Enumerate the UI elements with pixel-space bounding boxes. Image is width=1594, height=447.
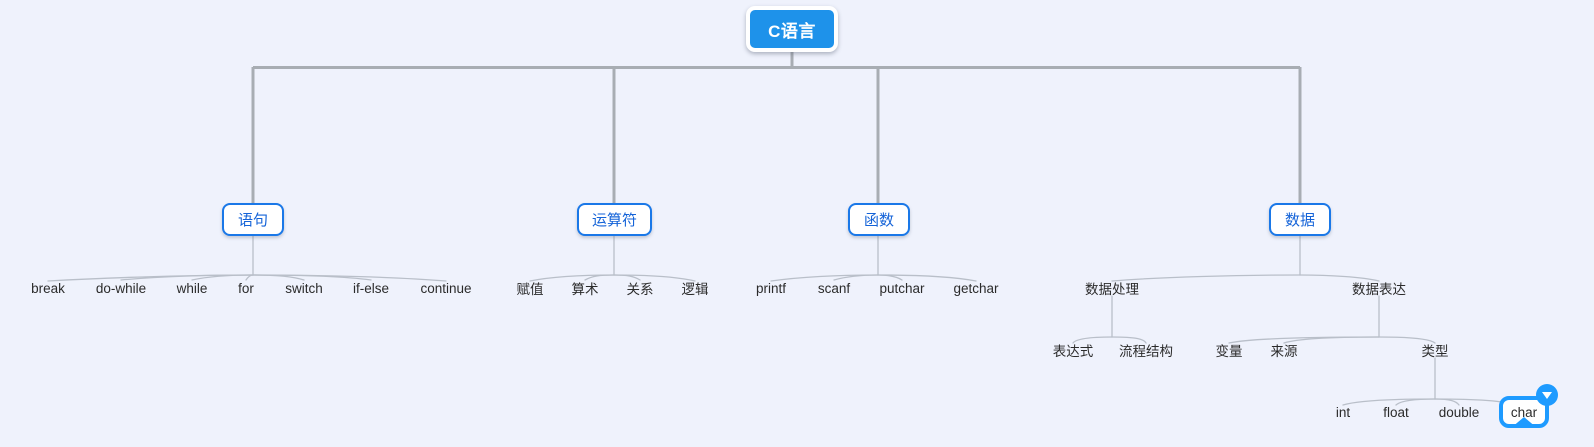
leaf-float[interactable]: float (1356, 401, 1436, 423)
leaf-continue[interactable]: continue (398, 277, 494, 299)
leaf-source-label: 来源 (1270, 344, 1298, 359)
leaf-switch[interactable]: switch (256, 277, 352, 299)
leaf-double[interactable]: double (1419, 401, 1499, 423)
leaf-char-label: char (1510, 404, 1538, 420)
leaf-int[interactable]: int (1303, 401, 1383, 423)
node-data-label: 数据 (1284, 212, 1315, 229)
leaf-float-label: float (1383, 404, 1409, 420)
leaf-printf-label: printf (755, 280, 786, 296)
leaf-assignment[interactable]: 赋值 (490, 277, 570, 299)
leaf-type-label: 类型 (1421, 344, 1449, 359)
leaf-variable[interactable]: 变量 (1189, 339, 1269, 361)
leaf-relational[interactable]: 关系 (600, 277, 680, 299)
leaf-while[interactable]: while (144, 277, 240, 299)
leaf-expression-label: 表达式 (1052, 344, 1094, 359)
leaf-getchar[interactable]: getchar (928, 277, 1024, 299)
selection-notch (1511, 417, 1537, 428)
chevron-down-glyph (1542, 392, 1552, 399)
root-node-label: C语言 (768, 21, 816, 41)
leaf-arithmetic-label: 算术 (571, 282, 599, 297)
leaf-if-else-label: if-else (352, 280, 389, 296)
leaf-variable-label: 变量 (1215, 344, 1243, 359)
leaf-putchar-label: putchar (879, 280, 925, 296)
root-node[interactable]: C语言 (746, 6, 838, 52)
leaf-continue-label: continue (420, 280, 472, 296)
leaf-source[interactable]: 来源 (1244, 339, 1324, 361)
leaf-expression[interactable]: 表达式 (1023, 339, 1123, 361)
leaf-getchar-label: getchar (953, 280, 999, 296)
leaf-putchar[interactable]: putchar (854, 277, 950, 299)
leaf-int-label: int (1335, 404, 1351, 420)
leaf-control-flow-label: 流程结构 (1119, 344, 1173, 359)
leaf-data-expression-label: 数据表达 (1352, 282, 1406, 297)
leaf-control-flow[interactable]: 流程结构 (1091, 339, 1201, 361)
leaf-while-label: while (176, 280, 208, 296)
leaf-assignment-label: 赋值 (516, 282, 544, 297)
leaf-scanf[interactable]: scanf (786, 277, 882, 299)
leaf-for[interactable]: for (198, 277, 294, 299)
leaf-do-while-label: do-while (95, 280, 147, 296)
leaf-if-else[interactable]: if-else (323, 277, 419, 299)
leaf-printf[interactable]: printf (723, 277, 819, 299)
leaf-break[interactable]: break (0, 277, 96, 299)
node-statements-label: 语句 (237, 212, 268, 229)
node-operators[interactable]: 运算符 (577, 203, 652, 236)
leaf-arithmetic[interactable]: 算术 (545, 277, 625, 299)
node-functions-label: 函数 (863, 212, 894, 229)
leaf-logical-label: 逻辑 (681, 282, 709, 297)
leaf-scanf-label: scanf (817, 280, 851, 296)
leaf-type[interactable]: 类型 (1395, 339, 1475, 361)
leaf-switch-label: switch (285, 280, 323, 296)
chevron-down-icon[interactable] (1536, 384, 1558, 406)
node-statements[interactable]: 语句 (222, 203, 284, 236)
leaf-break-label: break (31, 280, 65, 296)
node-data[interactable]: 数据 (1269, 203, 1331, 236)
leaf-for-label: for (238, 280, 254, 296)
leaf-data-processing-label: 数据处理 (1085, 282, 1139, 297)
leaf-relational-label: 关系 (626, 282, 654, 297)
leaf-double-label: double (1438, 404, 1480, 420)
leaf-do-while[interactable]: do-while (73, 277, 169, 299)
node-functions[interactable]: 函数 (848, 203, 910, 236)
leaf-data-expression[interactable]: 数据表达 (1324, 277, 1434, 299)
selected-node-wrapper: char (1499, 384, 1594, 447)
leaf-data-processing[interactable]: 数据处理 (1057, 277, 1167, 299)
leaf-logical[interactable]: 逻辑 (655, 277, 735, 299)
node-operators-label: 运算符 (591, 212, 637, 229)
